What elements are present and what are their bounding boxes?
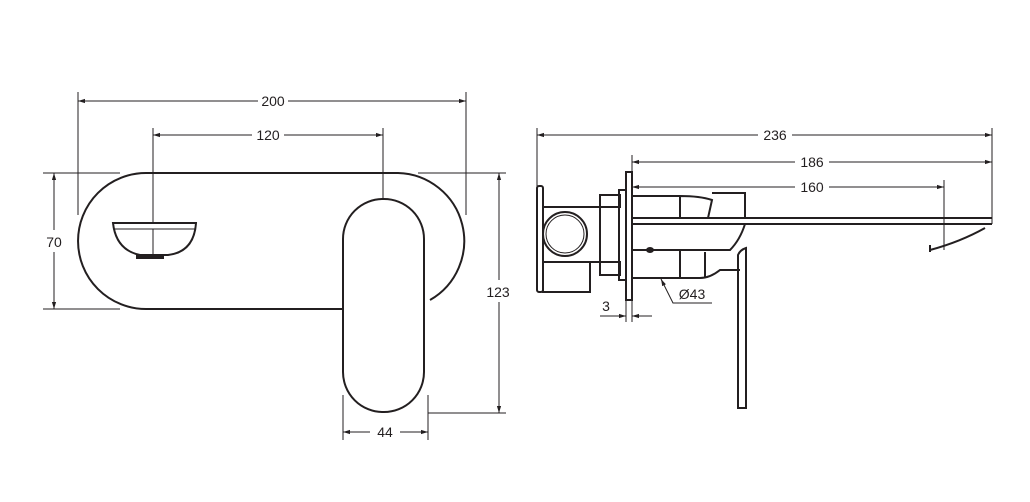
front-view: 200 120 70 123 44 (43, 92, 510, 440)
dim-label: 236 (763, 127, 787, 143)
side-view: 236 186 160 3 Ø43 (536, 127, 993, 409)
wall-plate (77, 172, 466, 310)
dim-label: 70 (46, 234, 62, 250)
valve-body (536, 185, 627, 293)
dim-label: 186 (800, 154, 824, 170)
dimension-160: 160 (632, 179, 945, 250)
dimension-3: 3 (600, 298, 652, 322)
dim-label: 123 (486, 284, 510, 300)
dimension-186: 186 (631, 154, 992, 172)
dim-label: 120 (256, 127, 280, 143)
dim-label: 3 (602, 298, 610, 314)
dim-label: Ø43 (679, 286, 706, 302)
dimension-diameter-43: Ø43 (660, 278, 712, 304)
mixer-lever (342, 198, 425, 413)
spout-side (632, 192, 993, 253)
dimension-70: 70 (43, 172, 120, 310)
dimension-120: 120 (152, 127, 384, 222)
dimension-123: 123 (418, 172, 510, 414)
lever-side (737, 246, 747, 409)
dim-label: 200 (261, 93, 285, 109)
dimension-200: 200 (77, 92, 467, 215)
dim-label: 160 (800, 179, 824, 195)
dim-label: 44 (377, 424, 393, 440)
dimension-236: 236 (536, 127, 993, 218)
spout-cylinder (632, 250, 740, 279)
spout-outlet (111, 222, 198, 259)
dimension-44: 44 (342, 395, 429, 440)
wall-plate-side (625, 171, 633, 301)
